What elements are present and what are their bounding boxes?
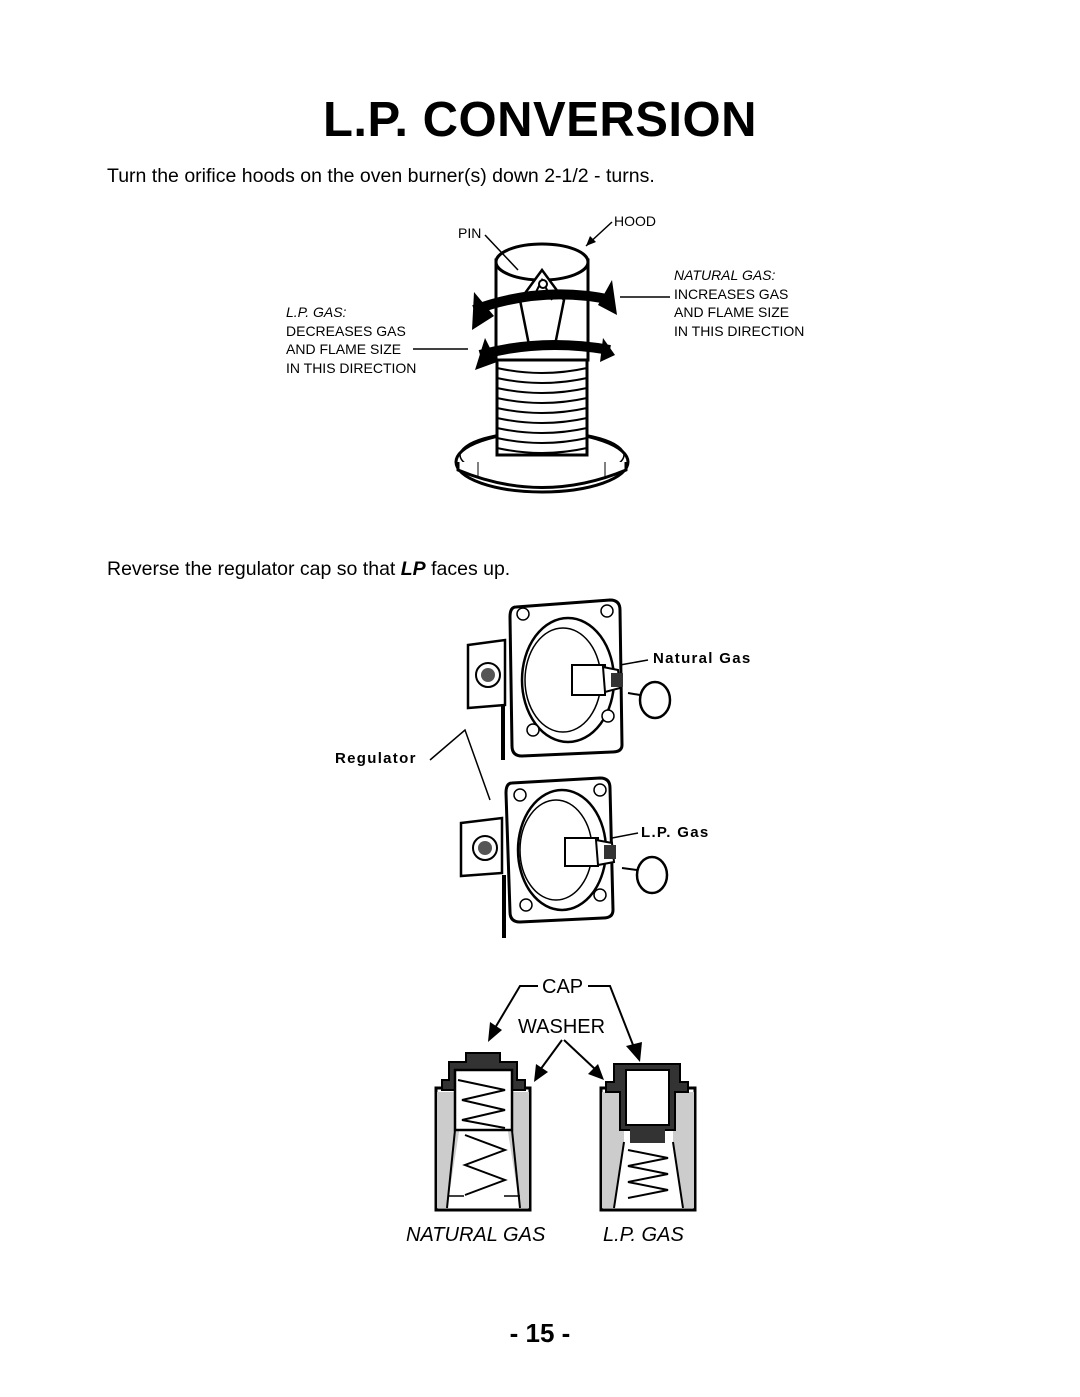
cap-label: CAP [542, 976, 584, 998]
natural-gas-caption: NATURAL GAS [406, 1224, 546, 1246]
hood-label: HOOD [614, 213, 656, 229]
instruction-regulator-text-a: Reverse the regulator cap so that [107, 558, 401, 580]
pin-label: PIN [458, 225, 482, 241]
instruction-orifice-hoods: Turn the orifice hoods on the oven burne… [107, 165, 655, 187]
lp-gas-direction-note: L.P. GAS: DECREASES GAS AND FLAME SIZE I… [286, 303, 416, 377]
page-title: L.P. CONVERSION [322, 93, 758, 147]
instruction-regulator-cap: Reverse the regulator cap so that LP fac… [107, 558, 510, 581]
lp-gas-line2: AND FLAME SIZE [286, 341, 402, 357]
page-number: - 15 - [509, 1318, 571, 1348]
regulator-natural-gas [466, 598, 672, 760]
regulator-lp-gas [459, 776, 669, 938]
natural-gas-line3: IN THIS DIRECTION [674, 322, 805, 339]
lp-gas-cap-assembly [599, 1063, 697, 1212]
natural-gas-line1: INCREASES GAS [674, 285, 789, 302]
lp-gas-caption: L.P. GAS [603, 1224, 684, 1246]
natural-gas-direction-note: NATURAL GAS: INCREASES GAS AND FLAME SIZ… [674, 266, 804, 340]
lp-gas-regulator-label: L.P. Gas [641, 824, 710, 841]
natural-gas-cap-assembly [434, 1052, 532, 1212]
lp-gas-line3: IN THIS DIRECTION [286, 359, 417, 376]
instruction-lp-emphasis: LP [400, 558, 426, 580]
natural-gas-regulator-label: Natural Gas [653, 650, 752, 667]
natural-gas-heading: NATURAL GAS: [674, 267, 776, 283]
lp-gas-heading: L.P. GAS: [286, 304, 347, 320]
instruction-regulator-text-b: faces up. [425, 558, 511, 580]
lp-gas-line1: DECREASES GAS [286, 322, 406, 339]
washer-label: WASHER [518, 1016, 606, 1038]
regulator-label: Regulator [335, 750, 417, 767]
natural-gas-line2: AND FLAME SIZE [674, 304, 790, 320]
